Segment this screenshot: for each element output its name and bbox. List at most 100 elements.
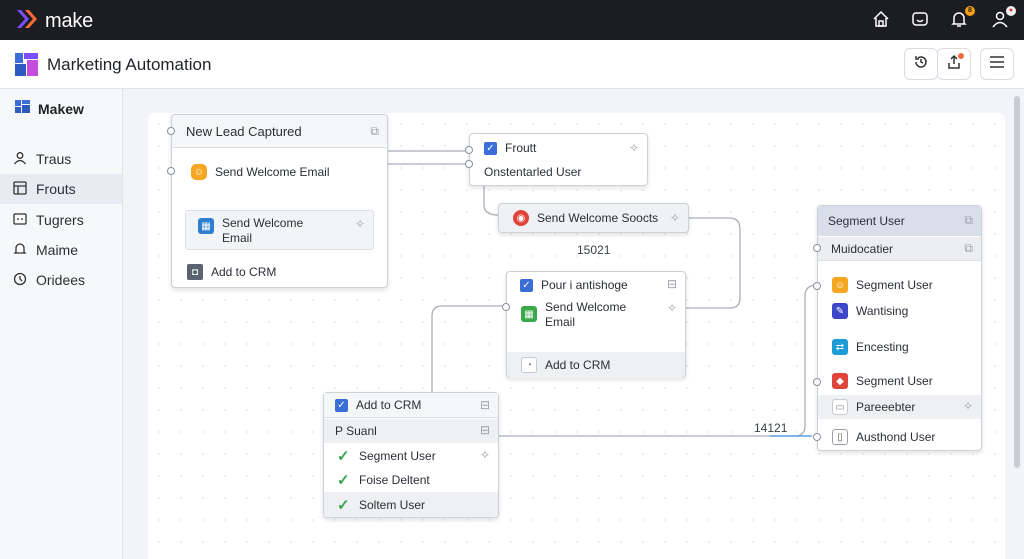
sidebar-item-label: Oridees	[36, 272, 86, 288]
auth-module-icon: ▯	[832, 429, 848, 445]
expand-icon[interactable]: ⧉	[370, 124, 379, 138]
module-label: Segment User	[359, 449, 436, 463]
settings-icon[interactable]: ✧	[666, 301, 677, 315]
check-icon: ✓	[337, 472, 350, 489]
input-port[interactable]	[502, 303, 510, 311]
link-label: 14121	[754, 421, 788, 435]
home-icon[interactable]	[871, 9, 893, 31]
module-row[interactable]: ▭ Pareeebter ✧	[818, 395, 981, 419]
node-title: Add to CRM	[356, 398, 422, 412]
sidebar-item-maime[interactable]: Maime	[0, 235, 122, 265]
module-row[interactable]: ▯ Austhond User	[818, 427, 981, 447]
module-row[interactable]: ◘ Add to CRM	[172, 262, 387, 282]
input-port[interactable]	[465, 146, 473, 154]
check-icon: ✓	[337, 448, 350, 465]
node-pour-antishoge[interactable]: ✓ Pour i antishoge ⊟ ▦ Send Welcome Emai…	[502, 271, 686, 378]
bell-icon[interactable]: 8	[949, 6, 975, 31]
smiley-icon[interactable]	[910, 9, 932, 31]
settings-icon[interactable]: ✧	[669, 211, 680, 225]
module-row[interactable]: ✎ Wantising	[818, 301, 981, 321]
user-badge: ●	[1006, 6, 1016, 16]
module-row[interactable]: ✓ Soltem User	[324, 492, 498, 517]
module-label: Segment User	[856, 374, 933, 388]
module-row[interactable]: ⇄ Encesting	[818, 337, 981, 357]
checkbox-icon[interactable]: ✓	[335, 398, 348, 412]
node-subtitle-row: Muidocatier ⧉	[818, 237, 981, 261]
share-badge	[958, 53, 964, 59]
sidebar-item-label: Maime	[36, 242, 79, 258]
history-icon	[913, 54, 929, 75]
brand-name: make	[45, 10, 94, 32]
module-label: Add to CRM	[211, 265, 277, 279]
collapse-icon[interactable]: ⊟	[479, 398, 490, 412]
user-icon[interactable]: ●	[990, 6, 1016, 31]
webhook-module-icon: ◉	[513, 210, 529, 226]
node-add-to-crm[interactable]: ✓ Add to CRM ⊟ P Suanl ⊟ ✓ Segment User …	[323, 392, 499, 518]
node-header: ✓ Froutt ✧	[470, 138, 647, 158]
module-label: Send Welcome Email	[215, 165, 330, 179]
canvas-scrollbar[interactable]	[1014, 96, 1020, 468]
grid-icon	[13, 180, 27, 198]
history-button[interactable]	[904, 48, 938, 80]
input-port[interactable]	[167, 167, 175, 175]
module-row[interactable]: ☺ Segment User	[818, 275, 981, 295]
module-label: Wantising	[856, 304, 909, 318]
input-port[interactable]	[813, 378, 821, 386]
sidebar: Makew Traus Frouts Tugrers Maime Oridees	[0, 89, 123, 559]
sidebar-header[interactable]: Makew	[15, 100, 84, 117]
expand-icon[interactable]: ⧉	[964, 213, 973, 227]
sidebar-item-orideees[interactable]: Oridees	[0, 265, 122, 295]
input-port[interactable]	[167, 127, 175, 135]
menu-button[interactable]	[980, 48, 1014, 80]
node-new-lead-captured[interactable]: New Lead Captured ⧉ ☺ Send Welcome Email…	[167, 114, 388, 288]
input-port[interactable]	[813, 282, 821, 290]
app-logo-icon	[15, 53, 39, 82]
module-row-selected[interactable]: ▦ Send Welcome Email ✧	[185, 210, 374, 250]
node-segment-user[interactable]: Segment User ⧉ Muidocatier ⧉ ☺ Segment U…	[813, 205, 982, 451]
module-label: Pareeebter	[856, 400, 916, 414]
settings-icon[interactable]: ✧	[628, 141, 639, 155]
module-row[interactable]: ◔ Add to CRM	[507, 352, 685, 378]
notification-badge: 8	[965, 6, 975, 16]
segment-module-icon: ☺	[832, 277, 848, 293]
settings-icon[interactable]: ✧	[962, 399, 973, 413]
settings-icon[interactable]: ✧	[354, 217, 365, 231]
module-label: Foise Deltent	[359, 473, 430, 487]
input-port[interactable]	[465, 160, 473, 168]
module-label: Soltem User	[359, 497, 426, 512]
module-row[interactable]: ☺ Send Welcome Email	[172, 161, 387, 183]
node-header: ◉ Send Welcome Soocts ✧	[499, 208, 688, 228]
checkbox-icon[interactable]: ✓	[520, 278, 533, 292]
sidebar-item-tugrers[interactable]: Tugrers	[0, 205, 122, 235]
node-title: Pour i antishoge	[541, 278, 628, 292]
node-send-welcome-soocts[interactable]: ◉ Send Welcome Soocts ✧	[498, 203, 689, 233]
node-title: Send Welcome Soocts	[537, 211, 659, 225]
module-label: Add to CRM	[545, 358, 611, 372]
node-header: ✓ Add to CRM ⊟	[324, 393, 498, 418]
module-label: Encesting	[856, 340, 909, 354]
diamond-module-icon: ◆	[832, 373, 848, 389]
module-row[interactable]: ✓ Segment User ✧	[324, 445, 498, 467]
share-button[interactable]	[937, 48, 971, 80]
node-title: New Lead Captured	[186, 123, 302, 139]
brand[interactable]: make	[15, 8, 93, 35]
node-header: New Lead Captured ⧉	[172, 115, 387, 148]
collapse-icon[interactable]: ⊟	[666, 277, 677, 291]
collapse-icon[interactable]: ⊟	[479, 423, 490, 437]
module-row[interactable]: ✓ Foise Deltent	[324, 469, 498, 491]
checkbox-icon[interactable]: ✓	[484, 141, 497, 155]
settings-icon[interactable]: ✧	[479, 448, 490, 462]
module-row[interactable]: ◆ Segment User	[818, 371, 981, 391]
node-subtitle: Onstentarled User	[484, 165, 582, 179]
page-title: Marketing Automation	[47, 55, 212, 74]
sidebar-item-traus[interactable]: Traus	[0, 144, 122, 174]
module-row[interactable]: ▦ Send Welcome Email ✧	[507, 300, 685, 334]
input-port[interactable]	[813, 244, 821, 252]
expand-icon[interactable]: ⧉	[964, 241, 973, 255]
input-port[interactable]	[813, 433, 821, 441]
node-subtitle: P Suanl	[335, 424, 377, 438]
crm-module-icon: ◘	[187, 264, 203, 280]
sidebar-item-frouts[interactable]: Frouts	[0, 174, 122, 204]
pen-module-icon: ✎	[832, 303, 848, 319]
node-froutt[interactable]: ✓ Froutt ✧ Onstentarled User	[465, 133, 648, 186]
